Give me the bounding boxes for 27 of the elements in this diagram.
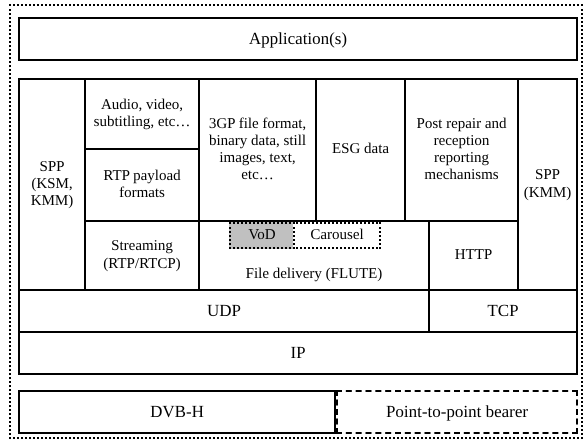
layer-box — [18, 78, 86, 291]
layer-box — [18, 331, 578, 375]
layer-label: VoD — [248, 226, 276, 244]
layer-box — [18, 390, 336, 434]
layer-box — [229, 222, 295, 249]
layer-label: UDP — [206, 301, 241, 321]
layer-label: SPP (KMM) — [522, 167, 572, 202]
layer-box — [18, 17, 578, 61]
layer-box — [336, 390, 578, 434]
layer-label: TCP — [487, 301, 519, 321]
layer-box — [293, 222, 381, 249]
layer-label: DVB-H — [150, 402, 204, 422]
layer-label: Audio, video, subtitling, etc… — [92, 96, 192, 132]
layer-label: Carousel — [310, 226, 364, 244]
layer-label: IP — [290, 343, 306, 363]
layer-label: File delivery (FLUTE) — [246, 266, 382, 283]
layer-label: Post repair and reception reporting mechanisms — [416, 116, 508, 184]
layer-label: RTP payload formats — [102, 168, 182, 202]
layer-box — [517, 78, 578, 291]
layer-label: Point-to-point bearer — [386, 402, 528, 422]
layer-label: Application(s) — [248, 29, 348, 49]
layer-label: 3GP file format, binary data, still images, text, etc… — [208, 116, 308, 184]
layer-label: HTTP — [454, 246, 492, 264]
frame-box — [9, 4, 583, 439]
layer-label: Streaming (RTP/RTCP) — [102, 238, 182, 273]
layer-label: ESG data — [332, 141, 390, 159]
layer-label: SPP (KSM, KMM) — [30, 158, 74, 210]
